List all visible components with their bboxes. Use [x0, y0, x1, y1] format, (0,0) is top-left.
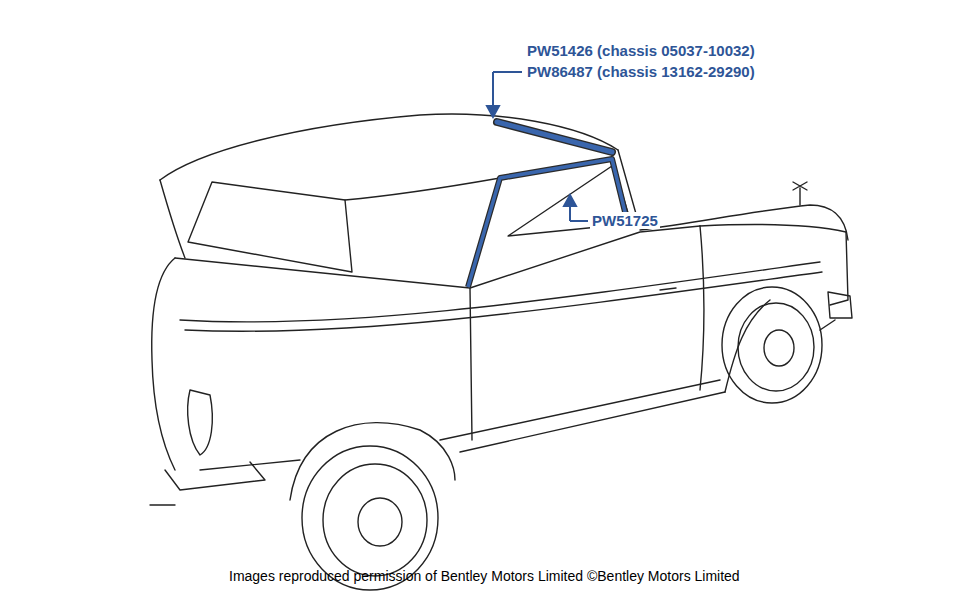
part-number: PW51426 (chassis 05037-10032): [525, 42, 757, 59]
part-number: PW51725: [590, 212, 660, 229]
part-number: PW86487 (chassis 13162-29290): [525, 63, 757, 80]
copyright-caption: Images reproduced permission of Bentley …: [229, 568, 740, 584]
